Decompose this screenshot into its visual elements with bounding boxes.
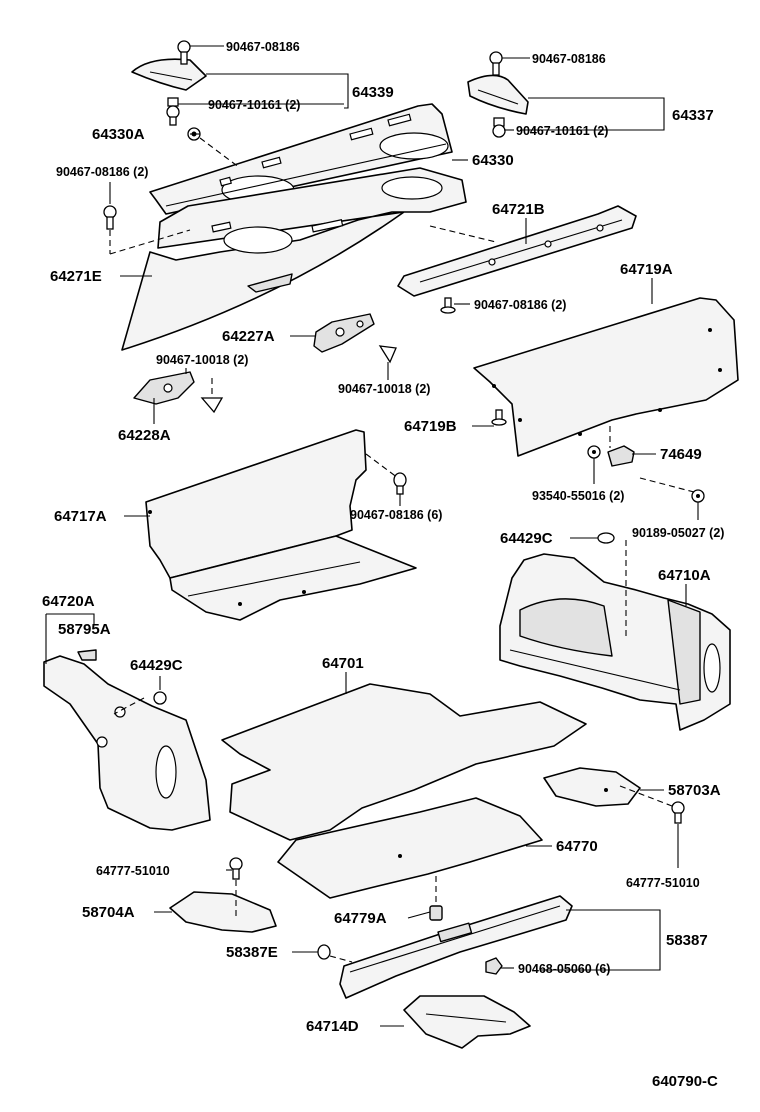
clip-64429c-a[interactable] — [597, 532, 615, 544]
label-64227a: 64227A — [222, 328, 275, 345]
label-64228a: 64228A — [118, 427, 171, 444]
label-58387e: 58387E — [226, 944, 278, 961]
part-58795a-hook[interactable] — [77, 649, 97, 661]
part-labels: 90467-08186 90467-10161 (2) 64339 90467-… — [42, 40, 724, 1090]
label-64719a: 64719A — [620, 261, 673, 278]
part-58703a-cover[interactable] — [543, 767, 641, 807]
clip-90467-08186-a[interactable] — [177, 40, 191, 65]
clip-90467-10161-a[interactable] — [166, 97, 180, 126]
part-64770-mat[interactable] — [277, 797, 543, 899]
label-90467-08186-2-mid: 90467-08186 (2) — [474, 298, 566, 312]
part-58387-scuff-plate[interactable] — [339, 895, 573, 999]
assembly-dashed-lines — [109, 137, 695, 963]
diagram-code: 640790-C — [652, 1073, 718, 1090]
label-64721b: 64721B — [492, 201, 545, 218]
label-64777-51010-right: 64777-51010 — [626, 876, 700, 890]
label-64777-51010-left: 64777-51010 — [96, 864, 170, 878]
clip-90467-08186-e[interactable] — [393, 472, 407, 495]
clip-64777-51010-b[interactable] — [229, 857, 243, 880]
label-64429c-right: 64429C — [500, 530, 553, 547]
label-90467-10018-left: 90467-10018 (2) — [156, 353, 248, 367]
label-90468-05060: 90468-05060 (6) — [518, 962, 610, 976]
label-64719b: 64719B — [404, 418, 457, 435]
label-64779a: 64779A — [334, 910, 387, 927]
clip-64777-51010-a[interactable] — [671, 801, 685, 824]
label-64429c-left: 64429C — [130, 657, 183, 674]
label-64720a: 64720A — [42, 593, 95, 610]
label-64271e: 64271E — [50, 268, 102, 285]
clip-58387e[interactable] — [317, 944, 331, 960]
clip-90467-10161-b[interactable] — [492, 117, 506, 138]
part-58704a-cover[interactable] — [169, 891, 277, 933]
label-64701: 64701 — [322, 655, 364, 672]
part-64717a-rear-trim[interactable] — [145, 429, 417, 621]
clip-90467-10018-a[interactable] — [378, 345, 397, 364]
clip-90467-08186-d[interactable] — [440, 297, 456, 314]
label-90189-05027: 90189-05027 (2) — [632, 526, 724, 540]
label-90467-10161-left: 90467-10161 (2) — [208, 98, 300, 112]
label-58703a: 58703A — [668, 782, 721, 799]
label-90467-08186-6: 90467-08186 (6) — [350, 508, 442, 522]
label-64717a: 64717A — [54, 508, 107, 525]
clip-90467-10018-b[interactable] — [200, 397, 224, 414]
label-58795a: 58795A — [58, 621, 111, 638]
part-64719a-lid-panel[interactable] — [473, 297, 739, 457]
label-90467-08186-top-right: 90467-08186 — [532, 52, 606, 66]
part-74649-handle[interactable] — [607, 445, 635, 467]
label-58387: 58387 — [666, 932, 708, 949]
label-64330a: 64330A — [92, 126, 145, 143]
part-64779a-spacer[interactable] — [429, 905, 443, 921]
label-64714d: 64714D — [306, 1018, 359, 1035]
part-64720a-side-trim[interactable] — [43, 655, 211, 831]
label-58704a: 58704A — [82, 904, 135, 921]
label-90467-08186-2-left: 90467-08186 (2) — [56, 165, 148, 179]
label-90467-10018-right: 90467-10018 (2) — [338, 382, 430, 396]
clip-90467-08186-b[interactable] — [489, 51, 503, 76]
clip-90467-08186-c[interactable] — [103, 205, 117, 230]
clip-64429c-b[interactable] — [153, 691, 167, 705]
label-90467-10161-right: 90467-10161 (2) — [516, 124, 608, 138]
label-74649: 74649 — [660, 446, 702, 463]
leader-lines — [45, 45, 699, 1027]
part-64714d-bracket[interactable] — [403, 995, 531, 1049]
label-64330: 64330 — [472, 152, 514, 169]
label-64770: 64770 — [556, 838, 598, 855]
clip-90468-05060[interactable] — [485, 957, 503, 975]
label-64710a: 64710A — [658, 567, 711, 584]
part-64337-cover[interactable] — [467, 74, 529, 115]
part-64227a-bracket[interactable] — [313, 313, 375, 353]
part-64330-package-tray[interactable] — [149, 103, 453, 215]
clip-64719b[interactable] — [491, 409, 507, 426]
part-64721b-cover[interactable] — [397, 205, 637, 297]
part-64271e-panel[interactable] — [121, 167, 467, 351]
label-90467-08186-top-left: 90467-08186 — [226, 40, 300, 54]
label-93540-55016: 93540-55016 (2) — [532, 489, 624, 503]
part-64710a-side-trim[interactable] — [499, 553, 731, 731]
part-64339-cover[interactable] — [131, 58, 207, 91]
clip-93540-55016[interactable] — [587, 445, 601, 459]
part-64701-floor-mat[interactable] — [221, 683, 587, 841]
label-64339: 64339 — [352, 84, 394, 101]
part-64228a-bracket[interactable] — [133, 371, 195, 405]
label-64337: 64337 — [672, 107, 714, 124]
